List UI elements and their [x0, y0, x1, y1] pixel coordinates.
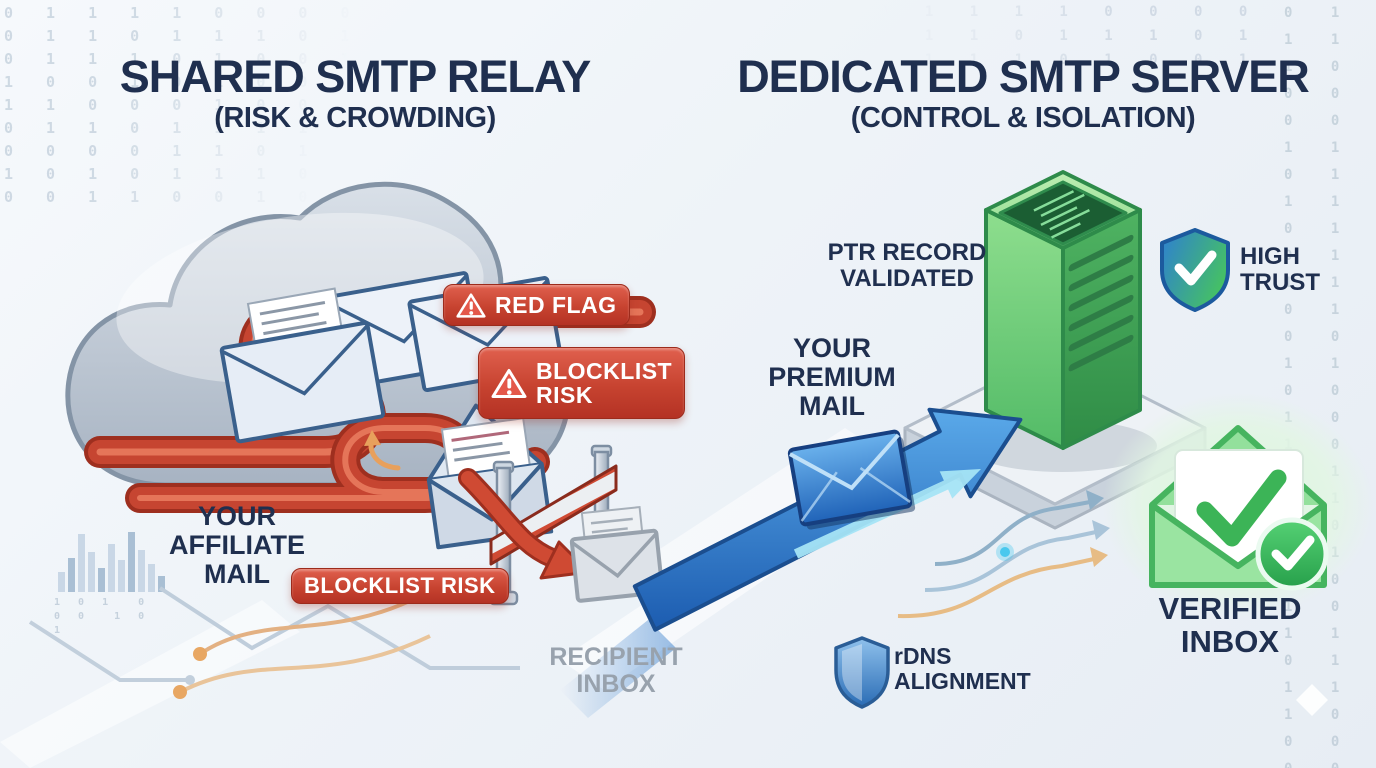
sparkle-diamond: [1296, 684, 1328, 716]
blocklist-risk-text: BLOCKLIST RISK: [304, 573, 496, 599]
blocklist-risk-badge-bottom: BLOCKLIST RISK: [291, 568, 509, 604]
high-trust-label: HIGH TRUST: [1240, 243, 1320, 296]
mini-bar-chart: [58, 532, 165, 592]
right-subtitle: (CONTROL & ISOLATION): [850, 102, 1196, 134]
red-flag-text: RED FLAG: [495, 291, 617, 318]
verified-inbox-label: VERIFIED INBOX: [1158, 591, 1302, 660]
dedicated-server-scene: [560, 170, 1373, 718]
recipient-inbox-label: RECIPIENT INBOX: [549, 643, 683, 698]
binary-pattern-top-right: 0 1 1 1 1 0 0 0 0 0 1 1 0 1 1 1 0 1 0 1 …: [880, 4, 1262, 68]
rdns-alignment-label: rDNS ALIGNMENT: [894, 643, 1031, 694]
left-subtitle: (RISK & CROWDING): [214, 102, 496, 134]
shared-relay-scene: [28, 181, 665, 699]
blocklist-risk-text: BLOCKLIST RISK: [536, 357, 673, 408]
binary-pattern-top-left: 0 1 1 1 1 0 0 0 0 0 1 1 0 1 1 1 0 1 0 1 …: [4, 4, 362, 206]
warning-triangle-icon: [456, 292, 486, 318]
left-title: SHARED SMTP RELAY: [119, 51, 592, 102]
shield-check-icon: [1160, 228, 1230, 312]
shield-icon: [834, 636, 890, 709]
right-title: DEDICATED SMTP SERVER: [737, 51, 1310, 102]
circuit-traces-left: [28, 586, 520, 699]
premium-mail-envelope-icon: [787, 429, 916, 530]
circuit-arrows-right: [897, 490, 1110, 619]
your-premium-mail-label: YOUR PREMIUM MAIL: [768, 333, 896, 422]
warning-triangle-icon: [491, 368, 527, 398]
ptr-record-label: PTR RECORD VALIDATED: [827, 239, 987, 292]
binary-pattern-bottom-left: 1 0 1 0 0 0 1 0 1 0 0 1 0 0 1 1 0 0: [54, 597, 151, 636]
your-affiliate-mail-label: YOUR AFFILIATE MAIL: [169, 501, 305, 590]
blocklist-risk-badge-top: BLOCKLIST RISK: [478, 347, 686, 419]
red-flag-badge: RED FLAG: [443, 284, 630, 326]
server-tower-icon: [984, 170, 1142, 450]
check-badge-icon: [1255, 517, 1329, 591]
verified-inbox-envelope-icon: [1149, 425, 1329, 591]
